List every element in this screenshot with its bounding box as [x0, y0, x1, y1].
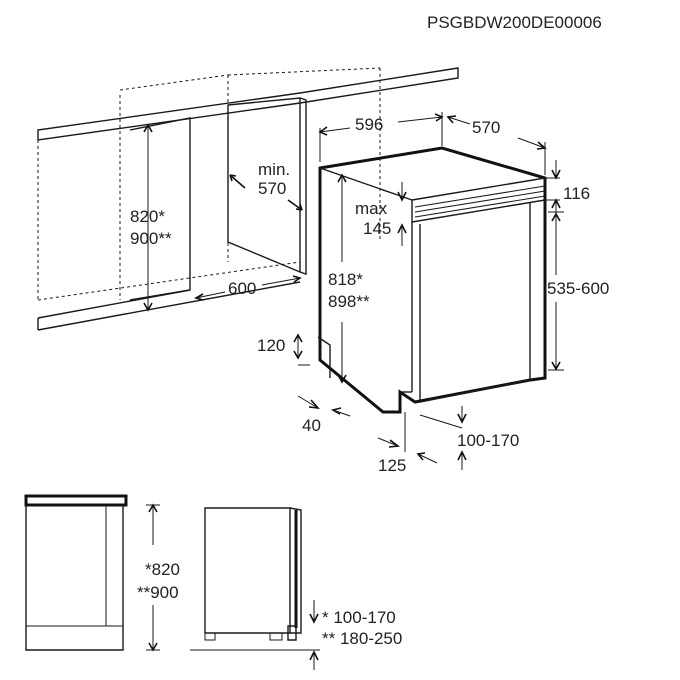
label-600: 600 [228, 279, 256, 298]
label-535-600: 535-600 [547, 279, 609, 298]
dim-line-120 [297, 335, 310, 366]
arrow-min-570 [229, 174, 303, 211]
dim-line-125 [377, 412, 438, 464]
label-570: 570 [472, 118, 500, 137]
label-116: 116 [563, 184, 590, 203]
side-view-left [24, 494, 128, 651]
label-818: 818* [328, 270, 363, 289]
dim-line-535-600 [548, 211, 564, 371]
label-820: 820* [130, 207, 165, 226]
label-125: 125 [378, 456, 406, 475]
kitchen-niche [37, 67, 459, 331]
label-max: max [355, 199, 388, 218]
dim-line-100-170 [419, 406, 463, 470]
label-100-170: 100-170 [457, 431, 519, 450]
dim-line-116 [545, 160, 560, 214]
label-900: 900** [130, 229, 172, 248]
label-side-900: **900 [137, 583, 179, 602]
dim-line-596 [319, 116, 443, 133]
label-plinth-2: ** 180-250 [322, 629, 402, 648]
label-898: 898** [328, 292, 370, 311]
dim-line-570 [447, 116, 546, 149]
dim-line-side-820 [146, 504, 160, 651]
label-min-570: 570 [258, 179, 286, 198]
dishwasher-body [318, 146, 547, 414]
dim-line-40 [297, 395, 351, 417]
label-plinth-1: * 100-170 [322, 608, 396, 627]
label-120: 120 [257, 336, 285, 355]
side-view-right [190, 507, 320, 651]
diagram-code: PSGBDW200DE00006 [427, 13, 602, 32]
label-596: 596 [355, 115, 383, 134]
dim-line-600 [195, 277, 301, 299]
label-min: min. [258, 160, 290, 179]
label-max-145: 145 [363, 219, 391, 238]
label-40: 40 [302, 416, 321, 435]
label-side-820: *820 [145, 560, 180, 579]
